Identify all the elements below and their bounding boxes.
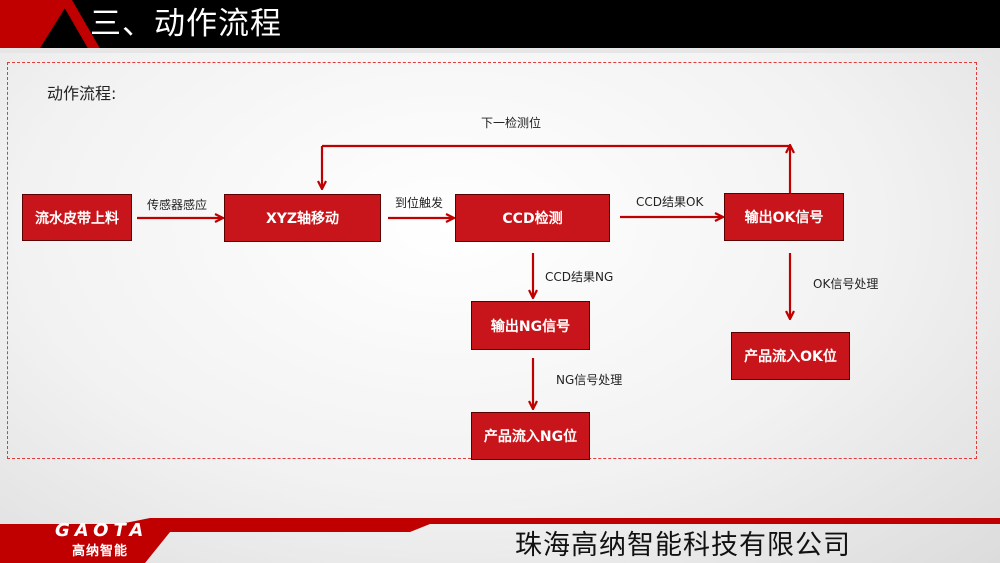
page-title: 三、动作流程 [90, 6, 282, 42]
node-ok-signal: 输出OK信号 [724, 193, 844, 241]
edge-label-sensor: 传感器感应 [147, 198, 208, 212]
title-bar [0, 0, 1000, 48]
edge-label-ng-process: NG信号处理 [556, 373, 623, 387]
node-ccd: CCD检测 [455, 194, 610, 242]
logo-gaota: GAOTA [55, 520, 149, 541]
edge-label-arrive: 到位触发 [395, 196, 444, 210]
footer-band [0, 518, 1000, 563]
edge-label-ccd-ok: CCD结果OK [636, 195, 704, 209]
logo-cn: 高纳智能 [72, 544, 129, 559]
edge-label-ccd-ng: CCD结果NG [545, 270, 614, 284]
title-underline [0, 48, 1000, 53]
title-accent [0, 0, 70, 48]
company-name: 珠海高纳智能科技有限公司 [515, 530, 851, 561]
node-belt: 流水皮带上料 [22, 194, 132, 241]
node-ng-signal: 输出NG信号 [471, 301, 590, 350]
node-ng-position: 产品流入NG位 [471, 412, 590, 460]
node-xyz: XYZ轴移动 [224, 194, 381, 242]
flow-label: 动作流程: [47, 84, 117, 103]
edge-label-next-position: 下一检测位 [481, 116, 542, 130]
edge-label-ok-process: OK信号处理 [813, 277, 879, 291]
node-ok-position: 产品流入OK位 [731, 332, 850, 380]
